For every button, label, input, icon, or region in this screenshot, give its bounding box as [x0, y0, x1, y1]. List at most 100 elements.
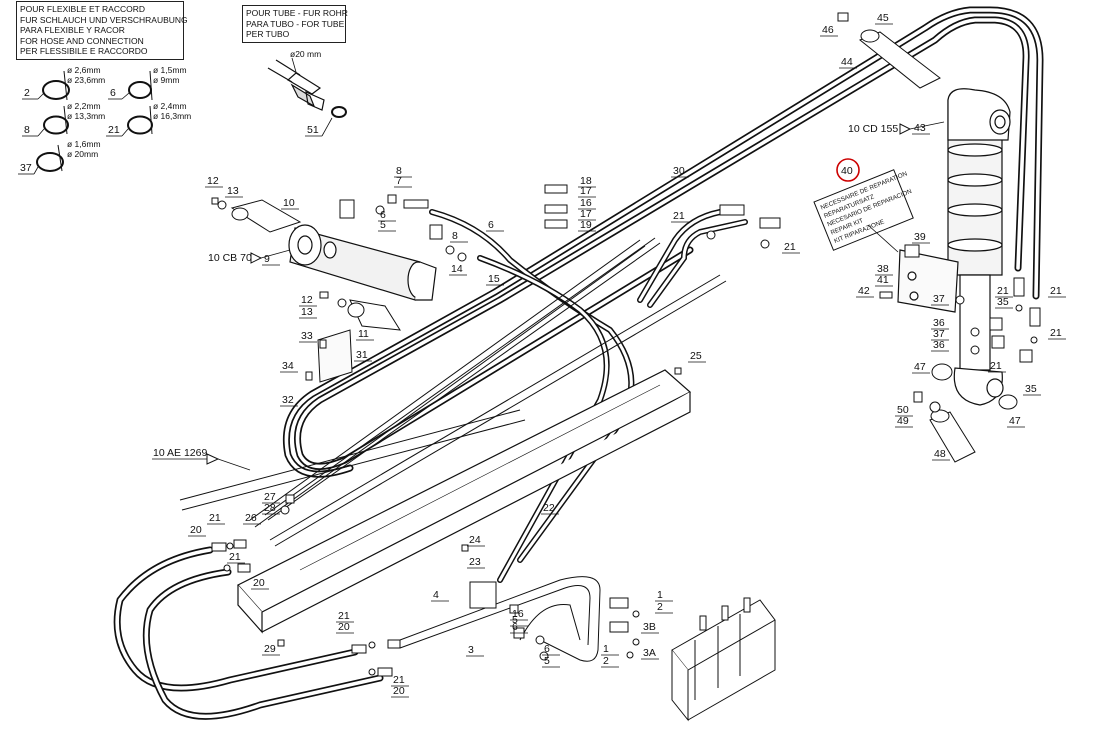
- seal-8-section: ø 2,2mm: [67, 101, 101, 111]
- ref-ae: 10 AE 1269: [153, 447, 207, 459]
- callout-17: 17: [580, 185, 592, 197]
- callout-5: 5: [380, 219, 386, 231]
- callout-1: 1: [603, 643, 609, 655]
- callout-21: 21: [108, 124, 120, 136]
- callout-39: 39: [914, 231, 926, 243]
- callout-12: 12: [207, 175, 219, 187]
- callout-6: 6: [110, 87, 116, 99]
- upper-lower-pins: [859, 29, 1018, 463]
- callout-27: 27: [264, 491, 276, 503]
- callout-15: 15: [488, 273, 500, 285]
- callout-20: 20: [338, 621, 350, 633]
- tube-diameter-label: ø20 mm: [290, 49, 321, 59]
- callout-2: 2: [24, 87, 30, 99]
- callout-23: 23: [469, 556, 481, 568]
- seal-6-inner: ø 9mm: [153, 75, 179, 85]
- seal-labels: ø 2,6mm ø 23,6mm ø 1,5mm ø 9mm ø 2,2mm ø…: [67, 65, 191, 159]
- callout-16: 16: [512, 608, 524, 620]
- legend-line: FUR SCHLAUCH UND VERSCHRAUBUNG: [20, 14, 188, 25]
- callout-3B: 3B: [643, 621, 656, 633]
- seal-6-section: ø 1,5mm: [153, 65, 187, 75]
- callout-24: 24: [469, 534, 481, 546]
- callout-31: 31: [356, 349, 368, 361]
- callout-26: 26: [245, 512, 257, 524]
- callout-17: 17: [580, 208, 592, 220]
- callout-22: 22: [543, 502, 555, 514]
- ref-cd: 10 CD 155: [848, 123, 898, 135]
- callout-32: 32: [282, 394, 294, 406]
- callout-8: 8: [452, 230, 458, 242]
- callout-2: 2: [657, 601, 663, 613]
- callout-21: 21: [1050, 327, 1062, 339]
- callout-33: 33: [301, 330, 313, 342]
- callout-1: 1: [657, 589, 663, 601]
- callout-20: 20: [190, 524, 202, 536]
- callout-41: 41: [877, 274, 889, 286]
- seal-21-section: ø 2,4mm: [153, 101, 187, 111]
- callout-30: 30: [673, 165, 685, 177]
- repair-kit-tag: NECESSAIRE DE REPARATION REPARATURSATZ N…: [813, 169, 914, 251]
- callout-3A: 3A: [643, 647, 656, 659]
- callout-11: 11: [358, 328, 369, 340]
- callout-46: 46: [822, 24, 834, 36]
- seal-diagrams: [36, 70, 153, 172]
- seal-2-section: ø 2,6mm: [67, 65, 101, 75]
- rigid-tubes: [179, 237, 727, 662]
- callout-6: 6: [544, 643, 550, 655]
- callout-6: 6: [380, 209, 386, 221]
- callout-21: 21: [673, 210, 685, 222]
- callout-28: 28: [264, 502, 276, 514]
- tube-fitting-51: [267, 57, 347, 118]
- control-valve: [671, 597, 776, 722]
- callout-21: 21: [393, 674, 405, 686]
- callout-21: 21: [338, 610, 350, 622]
- legend-line: POUR TUBE - FUR ROHR: [246, 8, 348, 18]
- pivot-pins: [230, 199, 401, 383]
- callout-35: 35: [997, 296, 1009, 308]
- callout-42: 42: [858, 285, 870, 297]
- callout-29: 29: [264, 643, 276, 655]
- seal-37-section: ø 1,6mm: [67, 139, 101, 149]
- callout-13: 13: [227, 185, 239, 197]
- callout-5: 5: [544, 655, 550, 667]
- callout-48: 48: [934, 448, 946, 460]
- leader-lines: [188, 23, 1066, 698]
- callout-20: 20: [393, 685, 405, 697]
- callout-47: 47: [1009, 415, 1021, 427]
- legend-line: PER FLESSIBILE E RACCORDO: [20, 46, 148, 56]
- tube-seal-legend: POUR TUBE - FUR ROHR PARA TUBO - FOR TUB…: [242, 5, 348, 43]
- callout-21: 21: [1050, 285, 1062, 297]
- callout-21: 21: [990, 360, 1002, 372]
- callout-19: 19: [580, 219, 592, 231]
- callout-37: 37: [933, 328, 945, 340]
- legend-line: PER TUBO: [246, 29, 290, 39]
- callout-25: 25: [690, 350, 702, 362]
- callout-13: 13: [301, 306, 313, 318]
- lift-cylinder: [897, 88, 1011, 406]
- callout-44: 44: [841, 56, 853, 68]
- seal-2-inner: ø 23,6mm: [67, 75, 105, 85]
- reference-labels: 10 CD 155 10 CB 70 10 AE 1269: [152, 121, 945, 471]
- legend-line: PARA TUBO - FOR TUBE: [246, 18, 345, 29]
- callout-8: 8: [24, 124, 30, 136]
- tilt-cylinder-9: [288, 224, 437, 301]
- callout-8: 8: [396, 165, 402, 177]
- callout-21: 21: [997, 285, 1009, 297]
- callout-37: 37: [933, 293, 945, 305]
- seal-21-inner: ø 16,3mm: [153, 111, 191, 121]
- callout-4: 4: [433, 589, 439, 601]
- callout-36: 36: [933, 317, 945, 329]
- callout-9: 9: [264, 253, 270, 265]
- ref-cb: 10 CB 70: [208, 252, 252, 264]
- small-fittings: [211, 12, 1041, 677]
- legend-line: FOR HOSE AND CONNECTION: [20, 35, 144, 46]
- callout-36: 36: [933, 339, 945, 351]
- callout-2: 2: [603, 655, 609, 667]
- callout-7: 7: [396, 175, 402, 187]
- callout-45: 45: [877, 12, 889, 24]
- callout-10: 10: [283, 197, 295, 209]
- callout-40: 40: [841, 165, 853, 177]
- legend-line: POUR FLEXIBLE ET RACCORD: [20, 4, 146, 14]
- callout-21: 21: [229, 551, 241, 563]
